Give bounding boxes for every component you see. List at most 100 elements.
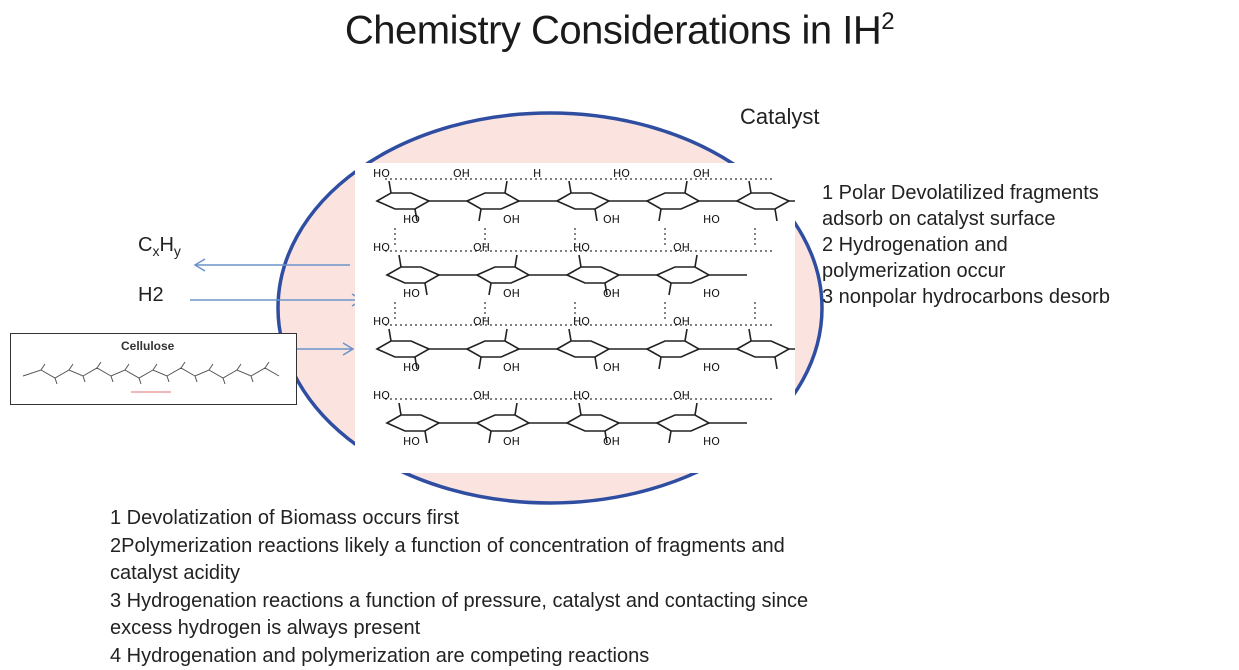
cxhy-arrow bbox=[193, 258, 350, 272]
glucose-ring bbox=[385, 414, 441, 432]
substituent-bond bbox=[694, 254, 698, 268]
substituent-bond bbox=[514, 402, 518, 416]
lattice-atom-label: OH bbox=[673, 241, 690, 254]
lattice-atom-label: OH bbox=[603, 361, 620, 374]
step-line: 1 Polar Devolatilized fragments bbox=[822, 182, 1099, 204]
note-line: 3 Hydrogenation reactions a function of … bbox=[110, 589, 809, 612]
lattice-atom-label: OH bbox=[603, 213, 620, 226]
catalyst-label: Catalyst bbox=[740, 104, 820, 129]
substituent-bond bbox=[514, 254, 518, 268]
lattice-atom-label: OH bbox=[603, 435, 620, 448]
lattice-atom-label: HO bbox=[373, 389, 390, 402]
step-line: 2 Hydrogenation and bbox=[822, 234, 1008, 256]
substituent-bond bbox=[478, 356, 482, 370]
cxhy-label: CxHy bbox=[138, 234, 181, 259]
substituent-bond bbox=[604, 282, 608, 296]
substituent-bond bbox=[504, 328, 508, 342]
glucose-ring bbox=[375, 192, 431, 210]
step-line: 3 nonpolar hydrocarbons desorb bbox=[822, 286, 1110, 308]
lattice-atom-label: OH bbox=[473, 389, 490, 402]
lattice-atom-label: OH bbox=[503, 287, 520, 300]
substituent-bond bbox=[414, 208, 418, 222]
glucose-ring bbox=[375, 340, 431, 358]
title-superscript: 2 bbox=[881, 8, 895, 35]
note-line: 4 Hydrogenation and polymerization are c… bbox=[110, 644, 650, 667]
glucose-ring bbox=[645, 192, 701, 210]
note-line: catalyst acidity bbox=[110, 562, 241, 584]
substituent-bond bbox=[774, 356, 778, 370]
substituent-bond bbox=[488, 430, 492, 444]
lattice-atom-label: OH bbox=[673, 315, 690, 328]
substituent-bond bbox=[668, 430, 672, 444]
lattice-atom-label: HO bbox=[703, 213, 720, 226]
lattice-atom-label: OH bbox=[503, 213, 520, 226]
substituent-bond bbox=[748, 180, 752, 194]
step-line: polymerization occur bbox=[822, 260, 1006, 282]
substituent-bond bbox=[578, 402, 582, 416]
substituent-bond bbox=[504, 180, 508, 194]
substituent-bond bbox=[774, 208, 778, 222]
substituent-bond bbox=[424, 282, 428, 296]
lattice-atom-label: HO bbox=[373, 167, 390, 180]
lattice-drawing: HO OH H HO OH HO OH OH HO HO OH HO OH HO OH OH HO HO OH HO O… bbox=[373, 167, 827, 448]
glucose-ring bbox=[735, 192, 791, 210]
substituent-bond bbox=[568, 180, 572, 194]
substituent-bond bbox=[684, 180, 688, 194]
step-line: adsorb on catalyst surface bbox=[822, 208, 1056, 230]
substituent-bond bbox=[594, 208, 598, 222]
substituent-bond bbox=[594, 356, 598, 370]
note-line: 1 Devolatization of Biomass occurs first bbox=[110, 507, 460, 529]
lattice-atom-label: HO bbox=[613, 167, 630, 180]
h2-label: H2 bbox=[138, 284, 164, 306]
lattice-atom-label: HO bbox=[373, 315, 390, 328]
lattice-chain bbox=[385, 254, 747, 296]
cellulose-inset: Cellulose bbox=[10, 333, 297, 405]
process-steps: 1 Polar Devolatilized fragments adsorb o… bbox=[822, 180, 1110, 310]
substituent-bond bbox=[578, 254, 582, 268]
lattice-chain bbox=[375, 180, 827, 222]
lattice-atom-label: HO bbox=[703, 287, 720, 300]
substituent-bond bbox=[668, 282, 672, 296]
substituent-bond bbox=[684, 328, 688, 342]
glucose-ring bbox=[735, 340, 791, 358]
lattice-atom-label: H bbox=[533, 167, 541, 180]
substituent-bond bbox=[414, 356, 418, 370]
glucose-ring bbox=[555, 192, 611, 210]
glucose-ring bbox=[475, 414, 531, 432]
glucose-ring bbox=[655, 266, 711, 284]
lattice-atom-label: OH bbox=[603, 287, 620, 300]
glucose-ring bbox=[645, 340, 701, 358]
cellulose-chain-drawing bbox=[22, 361, 280, 393]
lattice-atom-label: HO bbox=[573, 389, 590, 402]
lattice-atom-label: OH bbox=[673, 389, 690, 402]
lattice-atom-label: OH bbox=[503, 435, 520, 448]
glucose-ring bbox=[565, 266, 621, 284]
lattice-atom-label: HO bbox=[403, 213, 420, 226]
lattice-atom-label: OH bbox=[473, 241, 490, 254]
lattice-atom-label: OH bbox=[693, 167, 710, 180]
lattice-atom-label: HO bbox=[573, 315, 590, 328]
cellulose-title: Cellulose bbox=[121, 339, 175, 353]
glucose-ring bbox=[655, 414, 711, 432]
notes-list: 1 Devolatization of Biomass occurs first… bbox=[110, 505, 808, 670]
lattice-atom-label: HO bbox=[403, 361, 420, 374]
lattice-atom-label: OH bbox=[473, 315, 490, 328]
hydrogen-bonds bbox=[385, 178, 775, 400]
page-title: Chemistry Considerations in IH2 bbox=[344, 8, 895, 53]
substituent-bond bbox=[568, 328, 572, 342]
lattice-atom-label: HO bbox=[703, 435, 720, 448]
substituent-bond bbox=[388, 328, 392, 342]
substituent-bond bbox=[388, 180, 392, 194]
substituent-bond bbox=[478, 208, 482, 222]
substituent-bond bbox=[658, 208, 662, 222]
lattice-atom-label: HO bbox=[703, 361, 720, 374]
substituent-bond bbox=[604, 430, 608, 444]
glucose-ring bbox=[465, 340, 521, 358]
glucose-ring bbox=[565, 414, 621, 432]
lattice-atom-label: OH bbox=[453, 167, 470, 180]
lattice-chain bbox=[375, 328, 827, 370]
lattice-atom-label: HO bbox=[573, 241, 590, 254]
substituent-bond bbox=[694, 402, 698, 416]
substituent-bond bbox=[424, 430, 428, 444]
substituent-bond bbox=[398, 402, 402, 416]
